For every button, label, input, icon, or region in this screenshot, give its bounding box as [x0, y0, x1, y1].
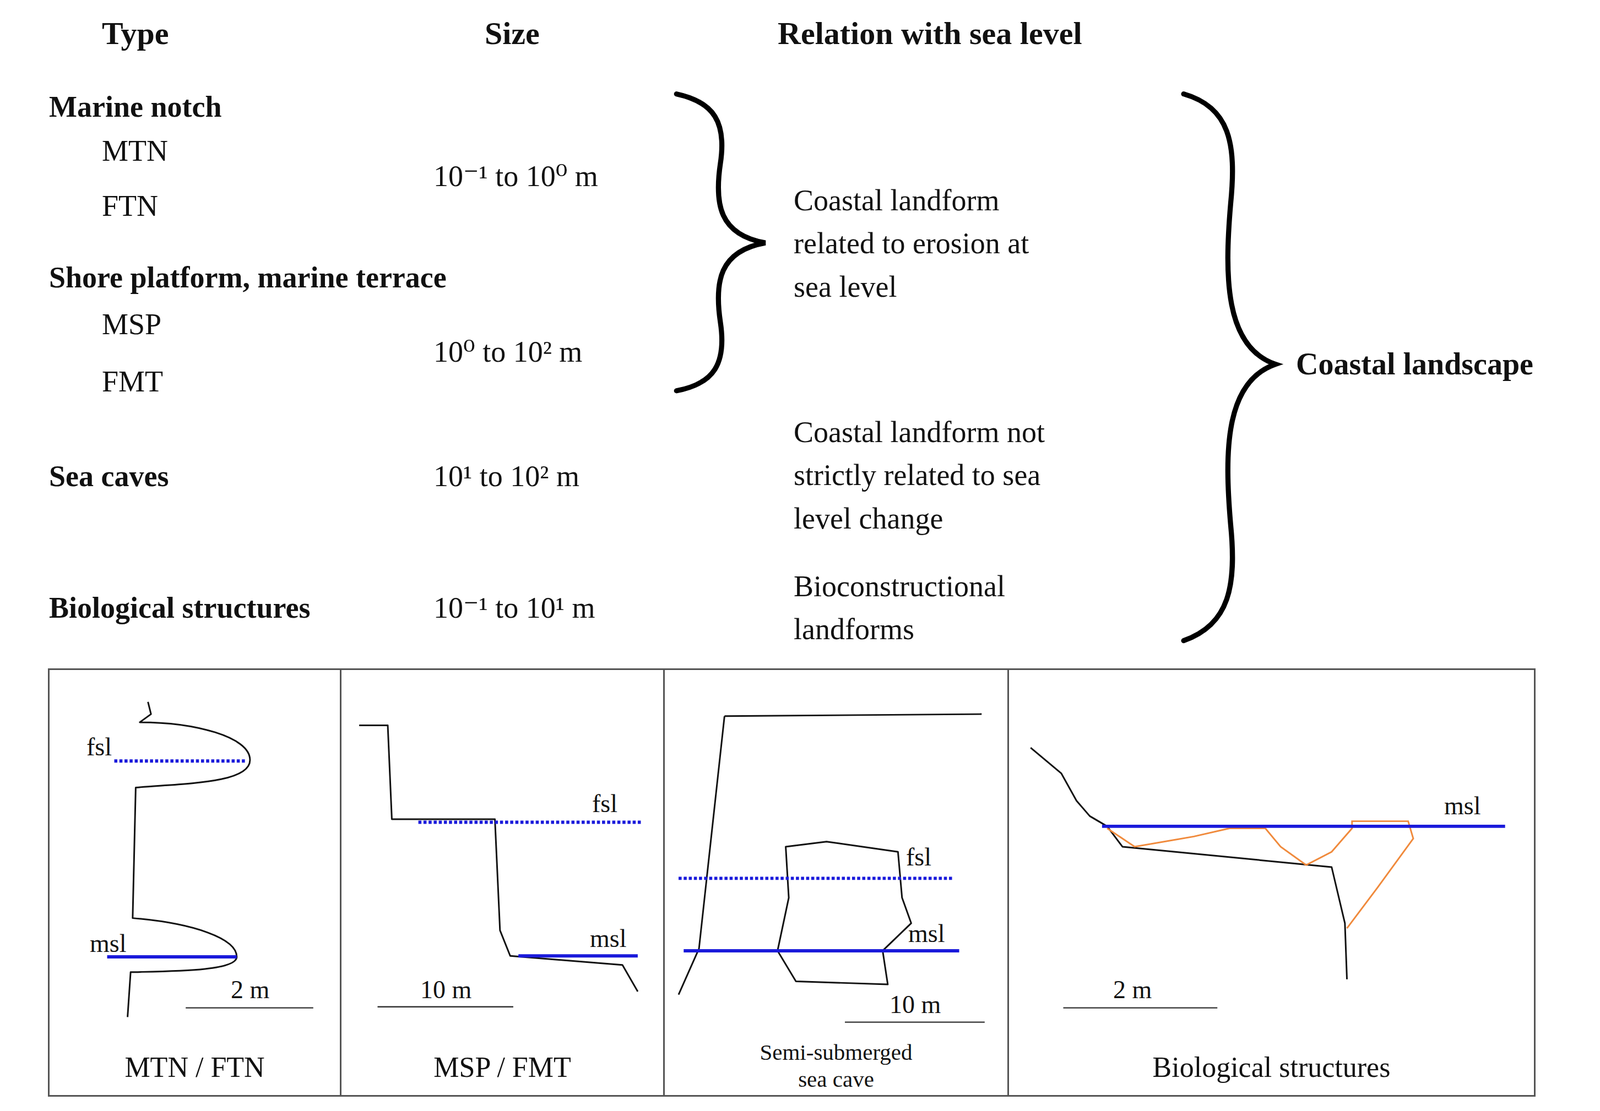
- sea-level-label: msl: [89, 928, 127, 959]
- size-range: 10⁰ to 10² m: [433, 334, 583, 371]
- scale-bar: [185, 1007, 314, 1009]
- size-range: 10⁻¹ to 10⁰ m: [433, 158, 599, 195]
- msl-line: [683, 949, 959, 953]
- type-heading: Shore platform, marine terrace: [49, 259, 447, 296]
- relation-note: Coastal landform not strictly related to…: [793, 410, 1092, 541]
- sea-level-label: fsl: [906, 842, 932, 873]
- scale-label: 10 m: [420, 974, 472, 1006]
- scale-bar: [1062, 1007, 1218, 1009]
- scale-bar: [377, 1006, 513, 1008]
- size-range: 10¹ to 10² m: [433, 458, 580, 495]
- platform-profile: [359, 725, 638, 992]
- column-header: Type: [101, 14, 169, 53]
- panel-caption: MTN / FTN: [49, 1050, 340, 1086]
- sea-cave: [777, 842, 912, 985]
- panel-caption: Semi-submerged sea cave: [753, 1039, 919, 1094]
- panel-caption: MSP / FMT: [341, 1050, 664, 1086]
- sea-level-label: fsl: [592, 788, 618, 820]
- brace: [1183, 94, 1276, 642]
- group-label: Coastal landscape: [1295, 345, 1534, 383]
- type-code: MSP: [101, 306, 162, 343]
- illustration-panel: MSP / FMT: [339, 668, 665, 1098]
- fsl-line: [114, 759, 248, 763]
- notch-profile: [127, 702, 251, 1018]
- illustration-panel: Semi-submerged sea cave: [663, 668, 1010, 1098]
- msl-line: [1102, 825, 1506, 829]
- brace: [676, 94, 766, 392]
- bio-structures: [1107, 821, 1414, 930]
- scale-label: 10 m: [889, 989, 941, 1021]
- type-code: FMT: [101, 364, 164, 400]
- relation-note: Coastal landform related to erosion at s…: [793, 179, 1053, 309]
- type-heading: Sea caves: [49, 458, 169, 495]
- scale-label: 2 m: [1113, 974, 1152, 1006]
- panel-caption: Biological structures: [1009, 1050, 1534, 1086]
- msl-line: [107, 955, 237, 959]
- illustration-panel: MTN / FTN: [47, 668, 342, 1098]
- scale-bar: [844, 1021, 985, 1023]
- scale-label: 2 m: [230, 974, 270, 1006]
- sea-level-label: msl: [908, 918, 945, 949]
- illustration-panel: Biological structures: [1007, 668, 1536, 1098]
- type-heading: Marine notch: [49, 89, 222, 126]
- fsl-line: [418, 821, 642, 825]
- column-header: Relation with sea level: [777, 14, 1083, 53]
- column-header: Size: [484, 14, 540, 53]
- fsl-line: [678, 876, 954, 881]
- rock-profile: [1030, 747, 1347, 980]
- type-heading: Biological structures: [49, 590, 311, 627]
- type-code: MTN: [101, 133, 168, 170]
- size-range: 10⁻¹ to 10¹ m: [433, 590, 595, 627]
- relation-note: Bioconstructional landforms: [793, 565, 1092, 652]
- msl-line: [518, 954, 638, 958]
- sea-level-label: msl: [589, 923, 627, 954]
- cliff-profile: [678, 714, 982, 995]
- type-code: FTN: [101, 188, 159, 225]
- sea-level-label: fsl: [86, 731, 112, 763]
- sea-level-label: msl: [1444, 790, 1481, 822]
